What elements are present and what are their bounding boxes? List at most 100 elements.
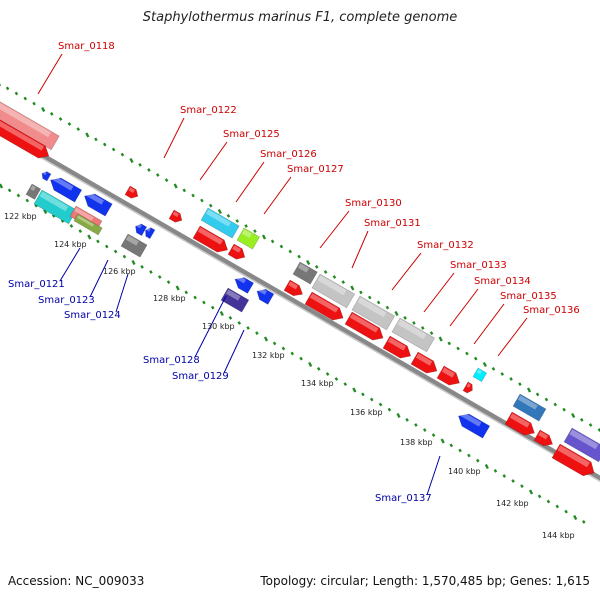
leader-line: [319, 210, 350, 249]
gene-label: Smar_0122: [180, 105, 237, 116]
inner-tick: [528, 489, 534, 495]
outer-tick: [562, 407, 566, 412]
gene-label: Smar_0134: [474, 276, 531, 287]
inner-tick: [316, 366, 321, 371]
inner-tick: [78, 229, 83, 234]
backbone-line: [0, 128, 600, 482]
gene-shape: [458, 413, 491, 439]
gene-shape: [311, 273, 356, 309]
gene-block: [292, 261, 318, 285]
accession-text: Accession: NC_009033: [8, 574, 145, 588]
inner-tick: [422, 428, 427, 432]
outer-tick: [217, 208, 222, 215]
outer-tick: [138, 162, 142, 167]
gene-shape: [304, 291, 344, 321]
outer-tick: [473, 356, 478, 361]
inner-tick: [0, 183, 4, 189]
gene-shape: [563, 427, 600, 463]
outer-tick: [323, 270, 328, 274]
forward-gene: [283, 279, 303, 297]
gene-shine: [387, 337, 406, 351]
gene-shine: [459, 411, 482, 427]
gene-block: [311, 273, 356, 309]
gene-label: Smar_0128: [143, 355, 200, 366]
gene-label: Smar_0131: [364, 218, 421, 229]
inner-tick: [131, 259, 136, 266]
inner-tick: [34, 203, 38, 208]
leader-line: [426, 455, 441, 496]
outer-tick: [306, 259, 311, 266]
outer-tick: [288, 249, 293, 254]
topology-text: Topology: circular; Length: 1,570,485 bp…: [260, 574, 590, 588]
forward-gene: [344, 311, 384, 341]
gene-shine: [51, 175, 74, 191]
gene-label: Smar_0129: [172, 371, 229, 382]
gene-shape: [33, 189, 78, 225]
gene-shine: [172, 211, 179, 217]
reverse-gene: [84, 191, 113, 217]
gene-shape: [344, 311, 384, 341]
scale-label: 138 kbp: [400, 438, 433, 447]
outer-tick: [385, 305, 390, 310]
outer-tick: [208, 203, 213, 208]
inner-tick: [157, 275, 162, 279]
gene-shape: [472, 367, 488, 383]
outer-tick: [314, 264, 319, 269]
outer-tick: [341, 280, 346, 285]
gene-block: [73, 213, 103, 236]
gene-shape: [145, 227, 156, 240]
gene-shape: [462, 381, 473, 394]
genome-backbone: [0, 128, 600, 483]
gene-shape: [0, 113, 50, 159]
gene-shine: [297, 263, 310, 273]
leader-line: [351, 230, 369, 269]
leader-line: [263, 176, 292, 215]
gene-shape: [192, 225, 229, 253]
gene-block: [512, 393, 547, 422]
backbone-highlight: [0, 133, 600, 483]
outer-tick: [367, 295, 372, 300]
leader-line: [449, 288, 479, 327]
outer-tick: [253, 229, 257, 234]
outer-tick: [261, 234, 267, 240]
inner-tick: [361, 392, 365, 397]
outer-tick: [376, 300, 381, 305]
gene-block: [120, 233, 148, 258]
forward-gene: [124, 185, 139, 199]
outer-tick: [359, 290, 363, 295]
forward-gene: [504, 411, 535, 436]
gene-shine: [136, 223, 142, 229]
outer-tick: [67, 122, 72, 126]
outer-tick: [191, 193, 195, 198]
forward-gene: [551, 443, 595, 477]
outer-tick: [412, 321, 416, 325]
inner-tick: [378, 402, 383, 407]
gene-shine: [397, 319, 427, 340]
leader-line: [199, 141, 228, 181]
scale-label: 134 kbp: [301, 379, 334, 388]
gene-block: [563, 427, 600, 463]
gene-label: Smar_0135: [500, 291, 557, 302]
inner-tick: [7, 188, 12, 193]
outer-tick: [447, 341, 452, 346]
leader-line: [37, 53, 63, 95]
inner-tick: [440, 438, 445, 444]
gene-label: Smar_0136: [523, 305, 580, 316]
outer-tick: [226, 213, 231, 218]
inner-tick: [51, 213, 56, 218]
scale-label: 130 kbp: [202, 322, 235, 331]
gene-shine: [517, 395, 538, 410]
gene-shine: [288, 281, 298, 290]
scale-label: 128 kbp: [153, 294, 186, 303]
gene-shine: [42, 171, 47, 176]
leader-line: [473, 303, 505, 345]
outer-tick: [244, 224, 248, 228]
gene-shape: [391, 317, 436, 353]
gene-shape: [256, 288, 275, 305]
outer-tick: [155, 173, 160, 177]
gene-label: Smar_0127: [287, 164, 344, 175]
inner-tick: [343, 382, 348, 387]
gene-shine: [509, 413, 530, 428]
gene-shape: [533, 429, 553, 447]
inner-tick: [228, 315, 233, 320]
